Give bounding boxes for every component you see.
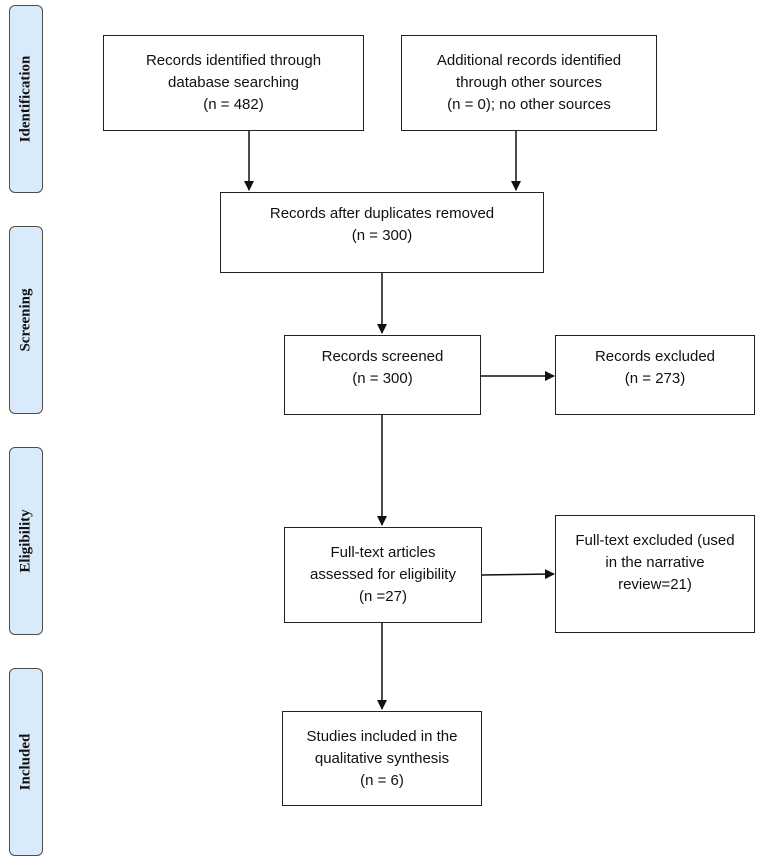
phase-screening: Screening <box>9 226 43 414</box>
box-records-excluded-line2: (n = 273) <box>624 370 686 387</box>
phase-identification: Identification <box>9 5 43 193</box>
box-full-text-assessed-line3: (n =27) <box>359 588 407 605</box>
box-included-studies: Studies included in the qualitative synt… <box>282 711 482 806</box>
box-full-text-excluded-line1: Full-text excluded (used <box>575 532 735 549</box>
box-full-text-assessed-line2: assessed for eligibility <box>310 566 456 583</box>
box-database-records-line3: (n = 482) <box>203 96 264 113</box>
box-other-sources-line3: (n = 0); no other sources <box>447 96 611 113</box>
arrow-fulltext-to-excluded <box>481 569 555 580</box>
box-records-screened: Records screened (n = 300) <box>284 335 481 415</box>
box-full-text-excluded: Full-text excluded (used in the narrativ… <box>555 515 755 633</box>
box-full-text-assessed-line1: Full-text articles <box>330 544 436 561</box>
box-other-sources-line1: Additional records identified <box>436 52 622 69</box>
box-records-screened-line1: Records screened <box>321 348 444 365</box>
box-duplicates-removed: Records after duplicates removed (n = 30… <box>220 192 544 273</box>
box-database-records: Records identified through database sear… <box>103 35 364 131</box>
box-records-excluded: Records excluded (n = 273) <box>555 335 755 415</box>
box-duplicates-removed-line2: (n = 300) <box>351 227 413 244</box>
box-other-sources-line2: through other sources <box>456 74 602 91</box>
box-full-text-assessed: Full-text articles assessed for eligibil… <box>284 527 482 623</box>
box-other-sources: Additional records identified through ot… <box>401 35 657 131</box>
box-full-text-excluded-line3: review=21) <box>618 576 692 593</box>
box-duplicates-removed-line1: Records after duplicates removed <box>269 205 495 222</box>
phase-eligibility: Eligibility <box>9 447 43 635</box>
box-database-records-line2: database searching <box>168 74 299 91</box>
box-records-excluded-line1: Records excluded <box>594 348 716 365</box>
box-included-studies-line1: Studies included in the <box>306 727 458 745</box>
box-included-studies-line3: (n = 6) <box>360 771 404 789</box>
box-included-studies-line2: qualitative synthesis <box>314 749 450 767</box>
box-database-records-line1: Records identified through <box>145 52 322 69</box>
box-records-screened-line2: (n = 300) <box>352 370 413 387</box>
box-full-text-excluded-line2: in the narrative <box>605 554 705 571</box>
phase-included: Included <box>9 668 43 856</box>
